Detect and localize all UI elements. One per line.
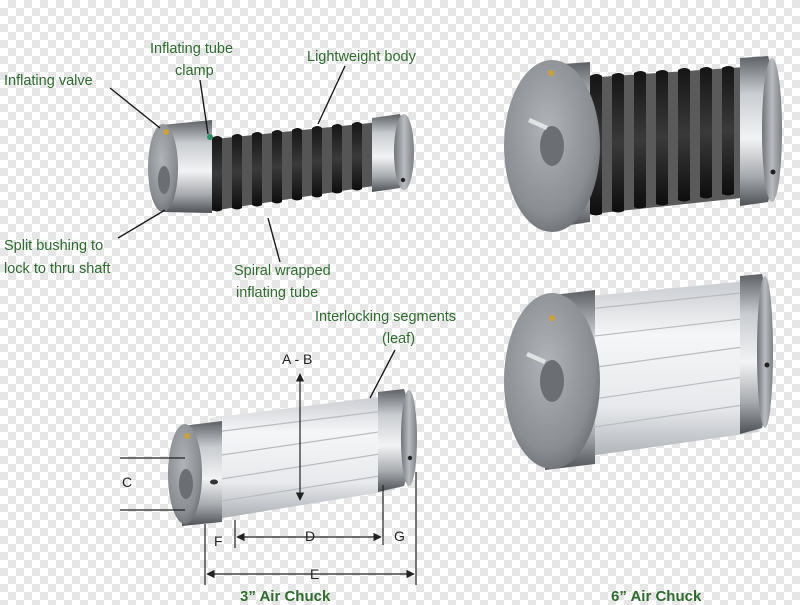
inflating-valve-6in-icon [548,70,554,76]
leaf-body-3in [210,395,395,520]
leaf-body-6in [548,280,758,462]
chuck-3in-leaf [168,389,417,526]
label-spiral-tube-line2: inflating tube [236,285,318,301]
leader-tube-clamp [199,79,209,135]
label-inflating-tube-clamp-line1: Inflating tube [150,41,233,57]
leader-interlocking [369,349,396,399]
label-split-bushing-line1: Split bushing to [4,238,103,254]
label-split-bushing-line2: lock to thru shaft [4,261,110,277]
chuck-6in-leaf [504,274,773,470]
label-interlocking-line1: Interlocking segments [315,309,456,325]
dim-label-d: D [305,528,315,544]
leader-inflating-valve [109,87,161,129]
label-lightweight-body: Lightweight body [307,49,417,65]
dim-label-c: C [122,474,132,490]
caption-6in-air-chuck: 6” Air Chuck [611,588,702,605]
chuck-3in-spiral [148,114,414,213]
label-inflating-tube-clamp-line2: clamp [175,63,214,79]
chuck-6in-spiral [504,56,782,232]
inflating-valve-icon [163,129,169,135]
dim-label-f: F [214,533,223,549]
spiral-wrapped-tube [212,122,362,212]
leader-lightweight-body [317,65,346,125]
tube-clamp-icon [207,134,213,140]
dim-label-g: G [394,528,405,544]
label-interlocking-line2: (leaf) [382,331,415,347]
split-bushing-bore [158,166,170,194]
leader-spiral-tube [267,217,281,263]
label-spiral-tube-line1: Spiral wrapped [234,263,331,279]
caption-3in-air-chuck: 3” Air Chuck [240,588,331,605]
leader-split-bushing [117,209,166,239]
leader-lines [109,65,396,399]
dim-label-e: E [310,566,319,582]
dimension-lines [120,373,417,585]
label-inflating-valve: Inflating valve [4,73,93,89]
dim-label-ab: A - B [282,351,312,367]
